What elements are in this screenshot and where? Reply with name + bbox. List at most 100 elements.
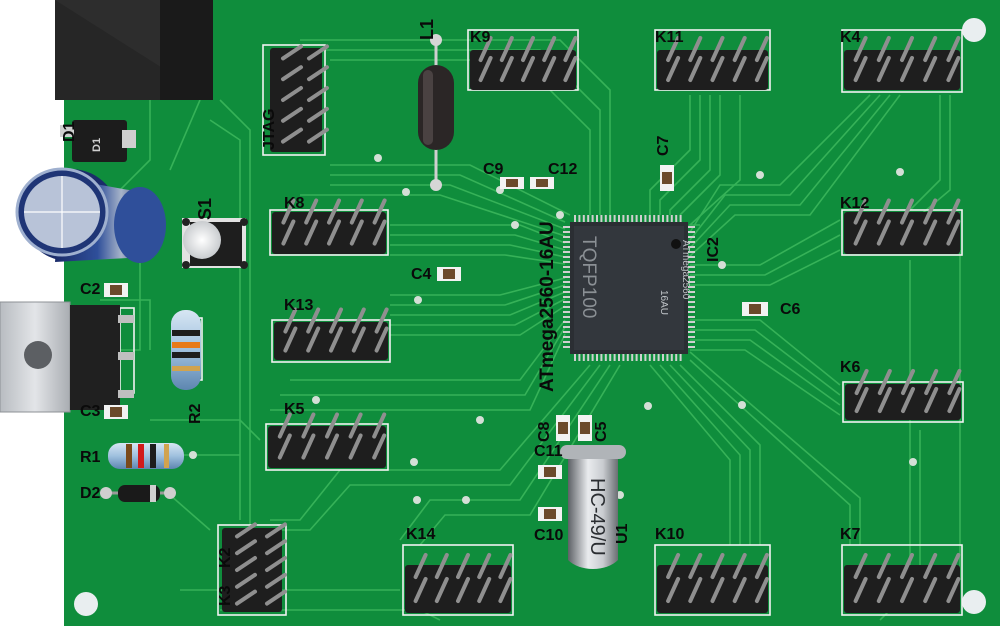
label-k4: K4 [840,29,861,46]
ic-pin [687,346,695,348]
label-k6: K6 [840,359,861,376]
label-l1: L1 [417,18,437,40]
ic-pin [687,336,695,338]
label-d2: D2 [80,485,101,502]
ic-pin [687,301,695,303]
ic-pin [563,341,571,343]
ic-pin [687,251,695,253]
ic-pin [662,215,664,223]
label-k14: K14 [406,526,436,543]
ic-pin [587,353,590,361]
ic-pin [687,231,695,233]
chip-code: 16AU [658,290,669,316]
ic-pin [582,353,585,361]
ic-pin [563,331,571,333]
label-r1: R1 [80,449,101,466]
ic-pin [582,215,585,223]
ic-pin [687,306,695,308]
ic-pin [679,353,682,361]
ic-pin [600,353,603,361]
ic-pin [563,316,571,318]
label-c5: C5 [593,421,610,442]
ic-pin [591,353,594,361]
ic-pin [657,215,660,223]
ic-pin [563,291,571,293]
header-k9 [470,36,578,90]
ic-pin [640,215,642,223]
ic-pin [687,286,695,288]
ic-pin [626,353,629,361]
ic-pin [687,261,695,263]
ic-pin [604,215,607,223]
ic-pin [613,353,616,361]
ic-pin [596,215,598,223]
header-k14 [405,553,513,613]
ic-pin [644,215,647,223]
ic-pin [675,353,678,361]
ic-pin [609,353,612,361]
ic-pin [596,353,598,361]
ic-pin [687,276,695,278]
label-k7: K7 [840,526,861,543]
label-k5: K5 [284,401,305,418]
label-c10: C10 [534,527,564,544]
ic-pin [648,353,651,361]
ic-pin [563,271,571,273]
label-d1: D1 [61,121,78,142]
ic-pin [600,215,603,223]
ic-pin [613,215,616,223]
header-k13 [274,307,389,360]
ic-pin [687,331,695,333]
ic-pin [618,215,620,223]
ic-pin [648,215,651,223]
ic-pin [563,296,571,298]
ic-pin [563,246,571,248]
ic-pin [666,353,669,361]
ic-pin [563,336,571,338]
label-c7: C7 [655,135,672,156]
header-jtag [270,44,329,152]
ic-pin [563,301,571,303]
ic-pin [563,226,571,228]
header-k6 [845,369,962,420]
ic-pin [640,353,642,361]
ic-pin [604,353,607,361]
ic-pin [587,215,590,223]
ic-pin [563,346,571,348]
header-k7 [844,553,961,613]
ic-pin [563,321,571,323]
ic-pin [687,246,695,248]
label-s1: S1 [195,197,215,220]
ic-pin [578,353,581,361]
label-k11: K11 [655,29,684,46]
ic-pin [622,215,625,223]
ic-pin [687,256,695,258]
ic-pin [635,215,638,223]
header-k5 [268,412,387,468]
ic-pin [563,251,571,253]
ic-pin [574,215,576,223]
ic-pin [687,321,695,323]
label-k10: K10 [655,526,685,543]
header-k2 [222,522,287,612]
label-k8: K8 [284,195,305,212]
package-name: TQFP100 [578,236,599,319]
label-k2: K2 [217,547,234,568]
ic-pin [657,353,660,361]
label-k12: K12 [840,195,870,212]
header-k11 [657,36,769,90]
ic-pin [591,215,594,223]
ic-pin [666,215,669,223]
crystal-marking: HC-49/U [586,478,608,556]
ic-pin [609,215,612,223]
label-mcu: ATmega2560-16AU [537,221,558,392]
label-jtag: JTAG [261,108,278,150]
ic-pin [687,241,695,243]
ic-pin [687,291,695,293]
label-c4: C4 [411,266,432,283]
ic-pin [687,281,695,283]
ic-pin [644,353,647,361]
label-c12: C12 [548,161,578,178]
